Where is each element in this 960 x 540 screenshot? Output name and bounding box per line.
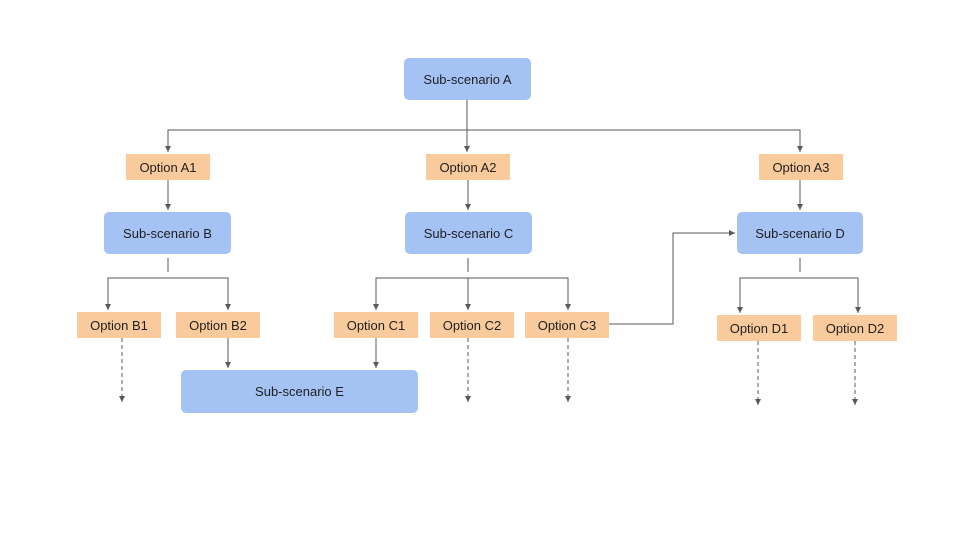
node-sub-scenario-e: Sub-scenario E [181, 370, 418, 413]
node-option-d2: Option D2 [813, 315, 897, 341]
node-option-c2: Option C2 [430, 312, 514, 338]
connector-d-d2 [800, 277, 861, 313]
connector-a-a1 [165, 100, 468, 152]
node-option-b2: Option B2 [176, 312, 260, 338]
connector-a-a3 [467, 129, 803, 152]
node-option-a3: Option A3 [759, 154, 843, 180]
node-option-d1: Option D1 [717, 315, 801, 341]
connector-d-d1 [737, 277, 800, 313]
node-option-a1: Option A1 [126, 154, 210, 180]
node-option-c1: Option C1 [334, 312, 418, 338]
connector-c-c1 [373, 277, 468, 310]
node-sub-scenario-b: Sub-scenario B [104, 212, 231, 254]
node-sub-scenario-d: Sub-scenario D [737, 212, 863, 254]
connector-b-b1 [105, 277, 168, 310]
connector-c-c3 [468, 277, 571, 310]
connector-b-b2 [168, 277, 231, 310]
node-option-a2: Option A2 [426, 154, 510, 180]
node-sub-scenario-a: Sub-scenario A [404, 58, 531, 100]
node-option-c3: Option C3 [525, 312, 609, 338]
node-sub-scenario-c: Sub-scenario C [405, 212, 532, 254]
node-option-b1: Option B1 [77, 312, 161, 338]
connector-c3-d [609, 230, 735, 325]
